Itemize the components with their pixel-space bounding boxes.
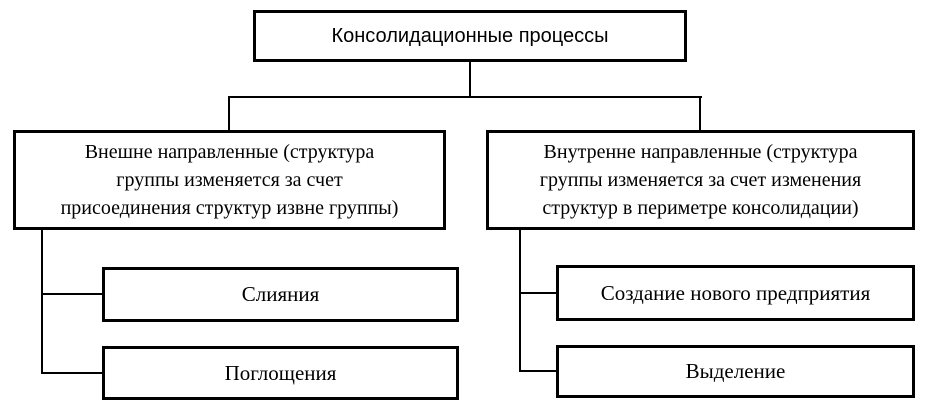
node-branch-external-line-3: присоединения структур извне группы) (60, 197, 399, 219)
connector-branch-crossbar (228, 96, 702, 98)
connector-external-to-mergers (41, 293, 102, 295)
node-child-new-enterprise: Создание нового предприятия (556, 265, 915, 321)
connector-root-stem (469, 60, 471, 97)
connector-internal-to-spinoff (519, 370, 556, 372)
connector-external-to-acquisitions (41, 372, 102, 374)
node-child-new-enterprise-label: Создание нового предприятия (600, 280, 871, 305)
node-child-spinoff: Выделение (556, 345, 915, 398)
node-child-spinoff-label: Выделение (685, 359, 786, 383)
connector-drop-to-external (228, 96, 230, 132)
connector-drop-to-internal (699, 96, 701, 132)
node-branch-internal-line-3: структур в периметре консолидации) (542, 197, 859, 219)
node-root-label: Консолидационные процессы (331, 24, 609, 47)
node-branch-internal-line-2: группы изменяется за счет изменения (539, 169, 862, 191)
connector-internal-stem (519, 228, 521, 372)
connector-internal-to-newco (519, 292, 556, 294)
node-branch-internal: Внутренне направленные (структура группы… (486, 130, 915, 230)
node-child-mergers: Слияния (102, 267, 459, 322)
node-branch-internal-line-1: Внутренне направленные (структура (543, 141, 858, 163)
node-child-acquisitions: Поглощения (102, 346, 459, 400)
node-child-mergers-label: Слияния (241, 282, 320, 306)
node-branch-external-line-2: группы изменяется за счет (116, 169, 343, 191)
node-child-acquisitions-label: Поглощения (224, 360, 337, 385)
node-branch-external-line-1: Внешне направленные (структура (84, 141, 375, 163)
connector-external-stem (41, 228, 43, 374)
node-root: Консолидационные процессы (253, 10, 687, 62)
node-branch-external: Внешне направленные (структура группы из… (13, 130, 446, 230)
